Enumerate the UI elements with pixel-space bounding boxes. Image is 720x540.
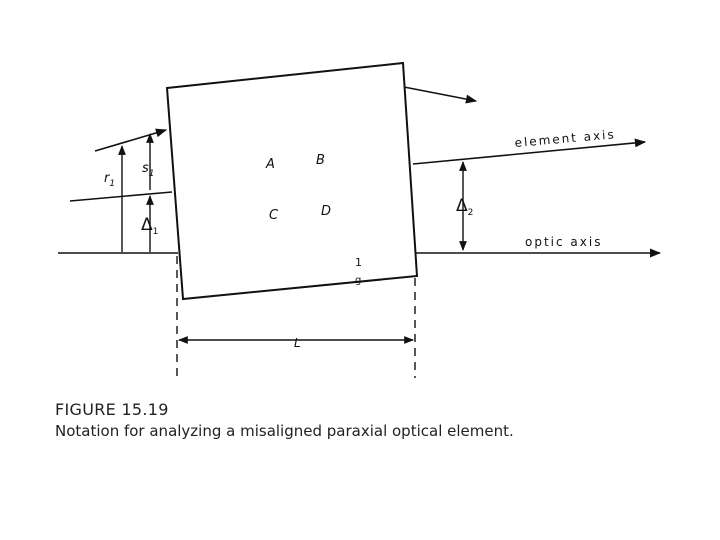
optical-element-box (165, 61, 419, 301)
output-ray (403, 86, 478, 104)
matrix-c-label: C (269, 208, 279, 223)
matrix-d-label: D (321, 204, 331, 219)
figure-caption: FIGURE 15.19 Notation for analyzing a mi… (55, 400, 514, 440)
delta2-label: Δ2 (456, 196, 473, 218)
input-ray (94, 128, 168, 152)
matrix-a-label: A (265, 157, 275, 172)
length-label: L (294, 336, 301, 350)
optic-axis-label: optic axis (525, 235, 602, 249)
element-axis-right (412, 138, 647, 165)
figure-caption-text: Notation for analyzing a misaligned para… (55, 422, 514, 440)
figure-number: FIGURE 15.19 (55, 400, 169, 419)
matrix-b-label: B (316, 153, 325, 168)
s1-label: s1 (142, 161, 155, 179)
r1-label: r1 (104, 171, 115, 189)
delta1-label: Δ1 (141, 215, 158, 237)
element-axis-left (69, 191, 173, 202)
mark-top: 1 (355, 256, 362, 269)
mark-bottom: g (355, 275, 361, 286)
